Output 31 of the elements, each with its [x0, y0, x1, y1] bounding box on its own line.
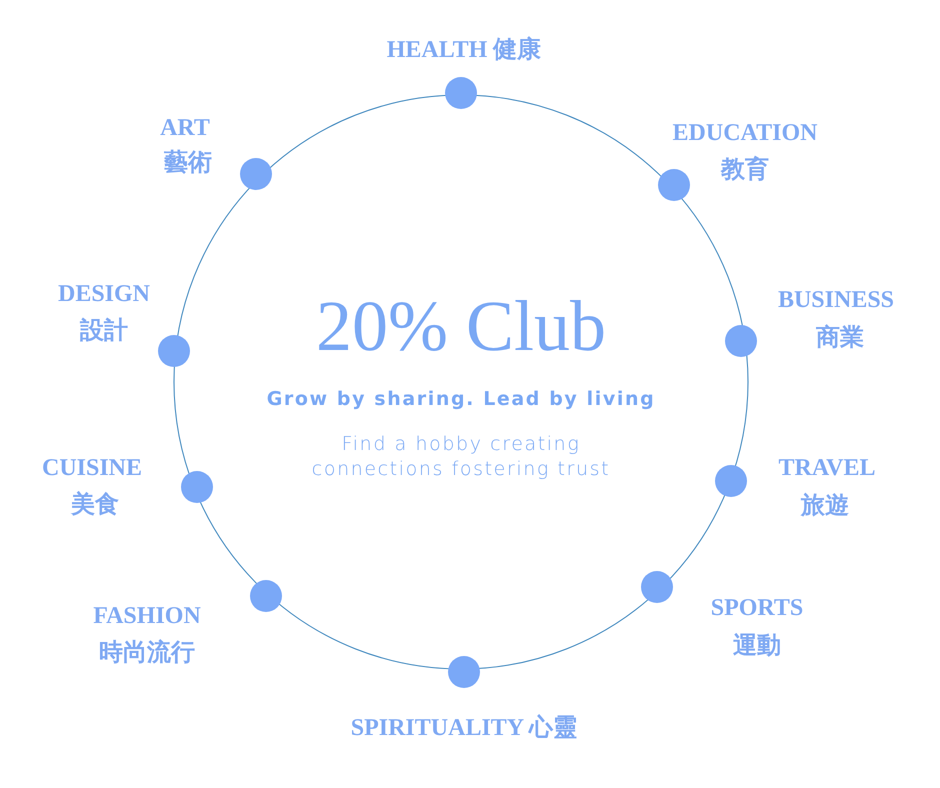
topic-label: SPIRITUALITY 心靈 [350, 716, 578, 740]
topic-label: FASHION [93, 604, 201, 628]
topic-label: CUISINE [42, 456, 142, 480]
topic-dot [240, 158, 272, 190]
topic-label: 旅遊 [801, 494, 849, 518]
topic-label: 教育 [721, 158, 769, 182]
topic-dot [445, 77, 477, 109]
topic-label: 藝術 [164, 151, 212, 175]
topic-label: TRAVEL [778, 456, 876, 480]
topic-label: 設計 [80, 319, 128, 343]
topic-label: 美食 [71, 493, 119, 517]
topic-label: BUSINESS [778, 288, 894, 312]
topic-dot [448, 656, 480, 688]
topic-dot [641, 571, 673, 603]
topic-label: 時尚流行 [99, 641, 195, 665]
topic-dot [715, 465, 747, 497]
topic-label: SPORTS [710, 596, 804, 620]
topic-dot [725, 325, 757, 357]
topic-label: EDUCATION [672, 121, 818, 145]
topic-label: HEALTH 健康 [386, 38, 542, 62]
tagline: Grow by sharing. Lead by living [266, 388, 656, 410]
topic-label: 商業 [816, 326, 864, 350]
description: Find a hobby creating connections fostering trust [310, 432, 612, 482]
topic-label: 運動 [733, 634, 781, 658]
topic-label: ART [160, 116, 210, 140]
topic-dot [181, 471, 213, 503]
club-title: 20% Club [316, 290, 606, 362]
topic-dot [658, 169, 690, 201]
topic-label: DESIGN [58, 282, 150, 306]
topic-dot [250, 580, 282, 612]
topic-dot [158, 335, 190, 367]
